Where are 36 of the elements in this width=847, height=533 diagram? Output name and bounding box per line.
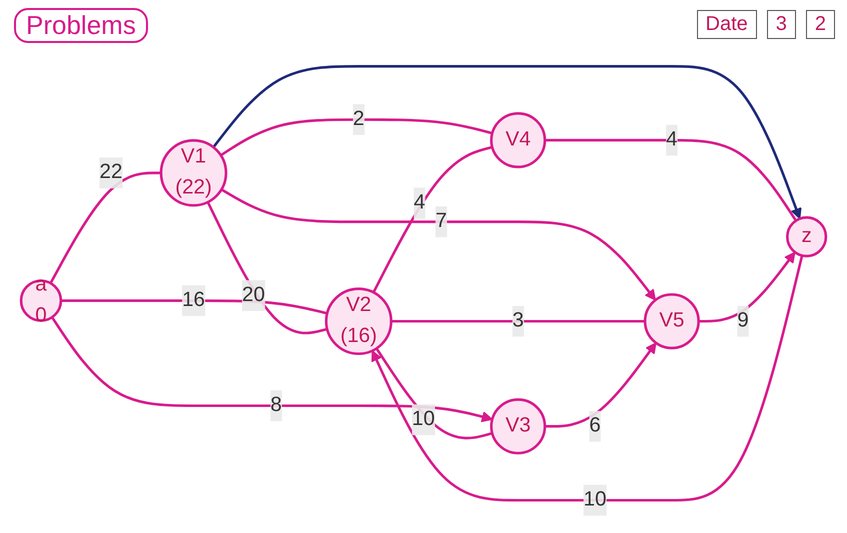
connector <box>206 202 328 334</box>
edge-label: 22 <box>100 161 122 184</box>
node-circle: z <box>786 216 828 258</box>
note-text: 3 <box>766 10 796 39</box>
arrow <box>50 316 493 422</box>
edge-label: 7 <box>436 210 447 232</box>
connector <box>391 320 646 323</box>
note-text: Date <box>696 10 757 39</box>
connector <box>49 172 162 284</box>
edge-label: 10 <box>412 408 435 430</box>
connector <box>372 146 493 293</box>
connector <box>375 348 493 440</box>
edge-label: 6 <box>589 414 601 437</box>
arrow <box>544 342 656 428</box>
edge-label: 2 <box>352 108 364 130</box>
note-text: 2 <box>806 10 835 39</box>
edge-label: 10 <box>583 488 606 511</box>
arrow <box>371 255 804 502</box>
node-circle: V5 <box>644 293 700 350</box>
node-circle: V2 (16) <box>324 288 392 356</box>
arrow <box>220 188 656 301</box>
connector <box>220 118 493 156</box>
arrow <box>212 65 802 220</box>
edge-label: 8 <box>270 394 282 416</box>
edge-label: 4 <box>666 128 678 150</box>
title: Problems <box>14 8 148 43</box>
edge-label: 20 <box>242 284 265 306</box>
edge-label: 4 <box>414 192 426 214</box>
connector <box>544 138 798 222</box>
edge-label: 9 <box>737 310 749 332</box>
node-circle: V1 (22) <box>160 139 228 207</box>
arrow <box>698 252 796 323</box>
node-circle: V4 <box>490 112 546 168</box>
node-circle: V3 <box>490 398 546 454</box>
edge-label: 3 <box>512 310 524 332</box>
edge-label: 16 <box>182 289 205 311</box>
